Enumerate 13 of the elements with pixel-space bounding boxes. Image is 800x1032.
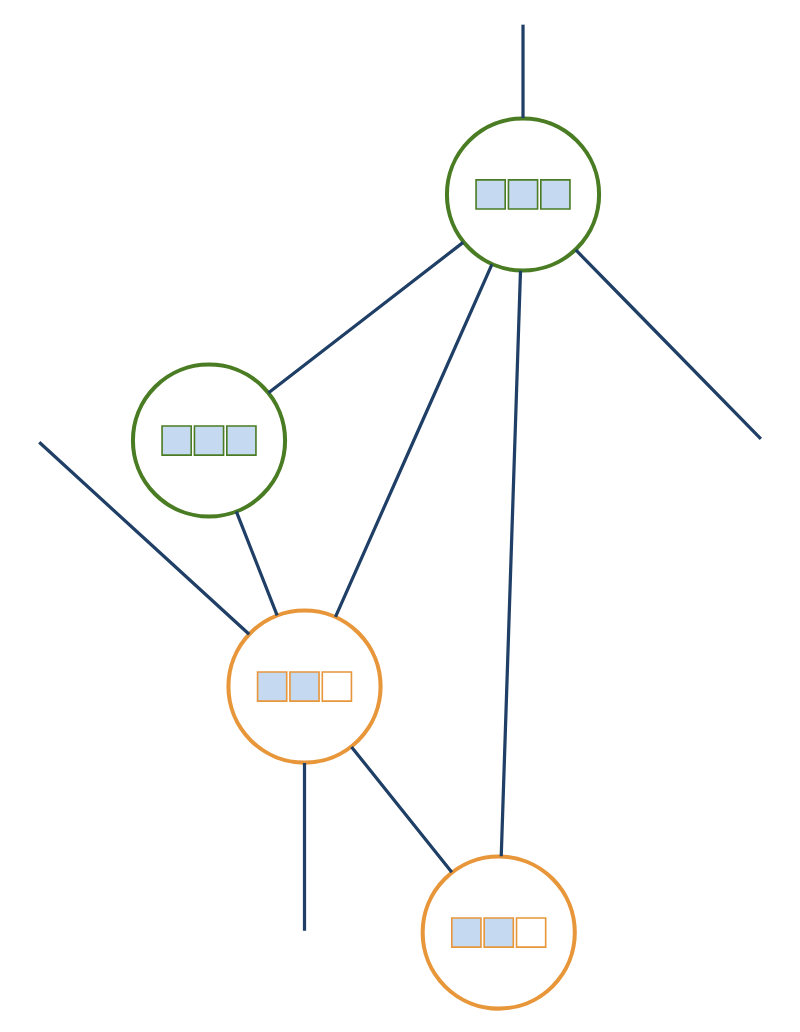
connector: [38, 441, 251, 636]
connector: [302, 763, 307, 931]
node-circle: [444, 116, 602, 273]
connector: [267, 241, 465, 395]
connector: [350, 745, 454, 874]
connector: [574, 248, 762, 440]
connector: [499, 270, 523, 857]
connector: [334, 263, 494, 618]
node-circle: [130, 362, 288, 519]
connector: [521, 24, 525, 118]
connector: [234, 511, 279, 616]
node-circle: [420, 854, 577, 1011]
node-circle: [226, 608, 383, 765]
